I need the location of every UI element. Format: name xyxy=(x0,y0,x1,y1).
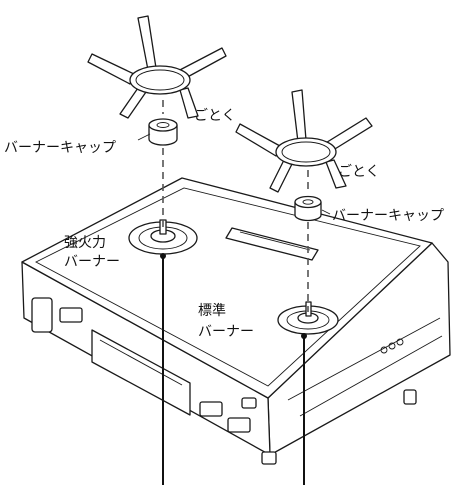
trivet-arm-3 xyxy=(235,123,281,157)
cap-top xyxy=(148,118,178,132)
trivet-arm-5 xyxy=(179,87,199,119)
right-burner-cap xyxy=(294,195,322,222)
grill-control-knob xyxy=(199,401,223,417)
cap-center xyxy=(302,199,314,205)
trivet-ring-inner xyxy=(135,69,185,91)
trivet-arm-4 xyxy=(269,159,293,193)
grill-exhaust-slot xyxy=(225,227,319,261)
cap-top xyxy=(294,195,322,209)
trivet-arm-5 xyxy=(325,159,347,189)
label-burner-cap-left: バーナーキャップ xyxy=(4,140,116,156)
small-button xyxy=(241,397,257,409)
strong-burner xyxy=(128,219,198,255)
strong-burner-leader-dot xyxy=(160,253,166,259)
trivet-ring xyxy=(129,65,191,95)
grill-slot-line xyxy=(239,231,311,251)
standard-burner-leader-dot xyxy=(301,333,307,339)
side-vent-1 xyxy=(380,346,388,354)
label-burner-cap-right: バーナーキャップ xyxy=(332,208,444,224)
trivet-arm-3 xyxy=(87,53,135,85)
trivet-ring-inner xyxy=(281,141,331,163)
left-burner-cap xyxy=(148,118,178,146)
left-knob-panel xyxy=(31,297,53,333)
grill-window xyxy=(91,329,191,416)
side-ribs xyxy=(287,317,443,417)
cap-center xyxy=(156,122,170,128)
right-trivet xyxy=(235,89,373,193)
top-plate-rim xyxy=(35,187,421,387)
side-vent-2 xyxy=(388,342,396,350)
trivet-arm-1 xyxy=(291,89,307,143)
side-vent-3 xyxy=(396,338,404,346)
standard-burner xyxy=(277,301,339,335)
trivet-arm-4 xyxy=(119,87,147,119)
stove-top-plate xyxy=(21,177,433,399)
label-strong-burner-1: 強火力 xyxy=(64,235,106,251)
trivet-ring xyxy=(275,137,337,167)
right-control-knob xyxy=(227,417,251,433)
rear-foot xyxy=(403,389,417,405)
left-control-knob xyxy=(59,307,83,323)
left-cap-leader xyxy=(137,133,151,141)
right-cap-leader xyxy=(321,209,331,215)
trivet-arm-1 xyxy=(137,15,157,71)
label-gotoku-right: ごとく xyxy=(338,164,380,180)
label-gotoku-left: ごとく xyxy=(194,108,236,124)
label-standard-burner-1: 標準 xyxy=(198,303,226,319)
grill-window-line xyxy=(99,339,183,386)
front-foot xyxy=(261,451,277,465)
label-standard-burner-2: バーナー xyxy=(198,324,254,340)
label-strong-burner-2: バーナー xyxy=(64,254,120,270)
left-trivet xyxy=(87,15,227,119)
stove-body xyxy=(21,177,451,465)
